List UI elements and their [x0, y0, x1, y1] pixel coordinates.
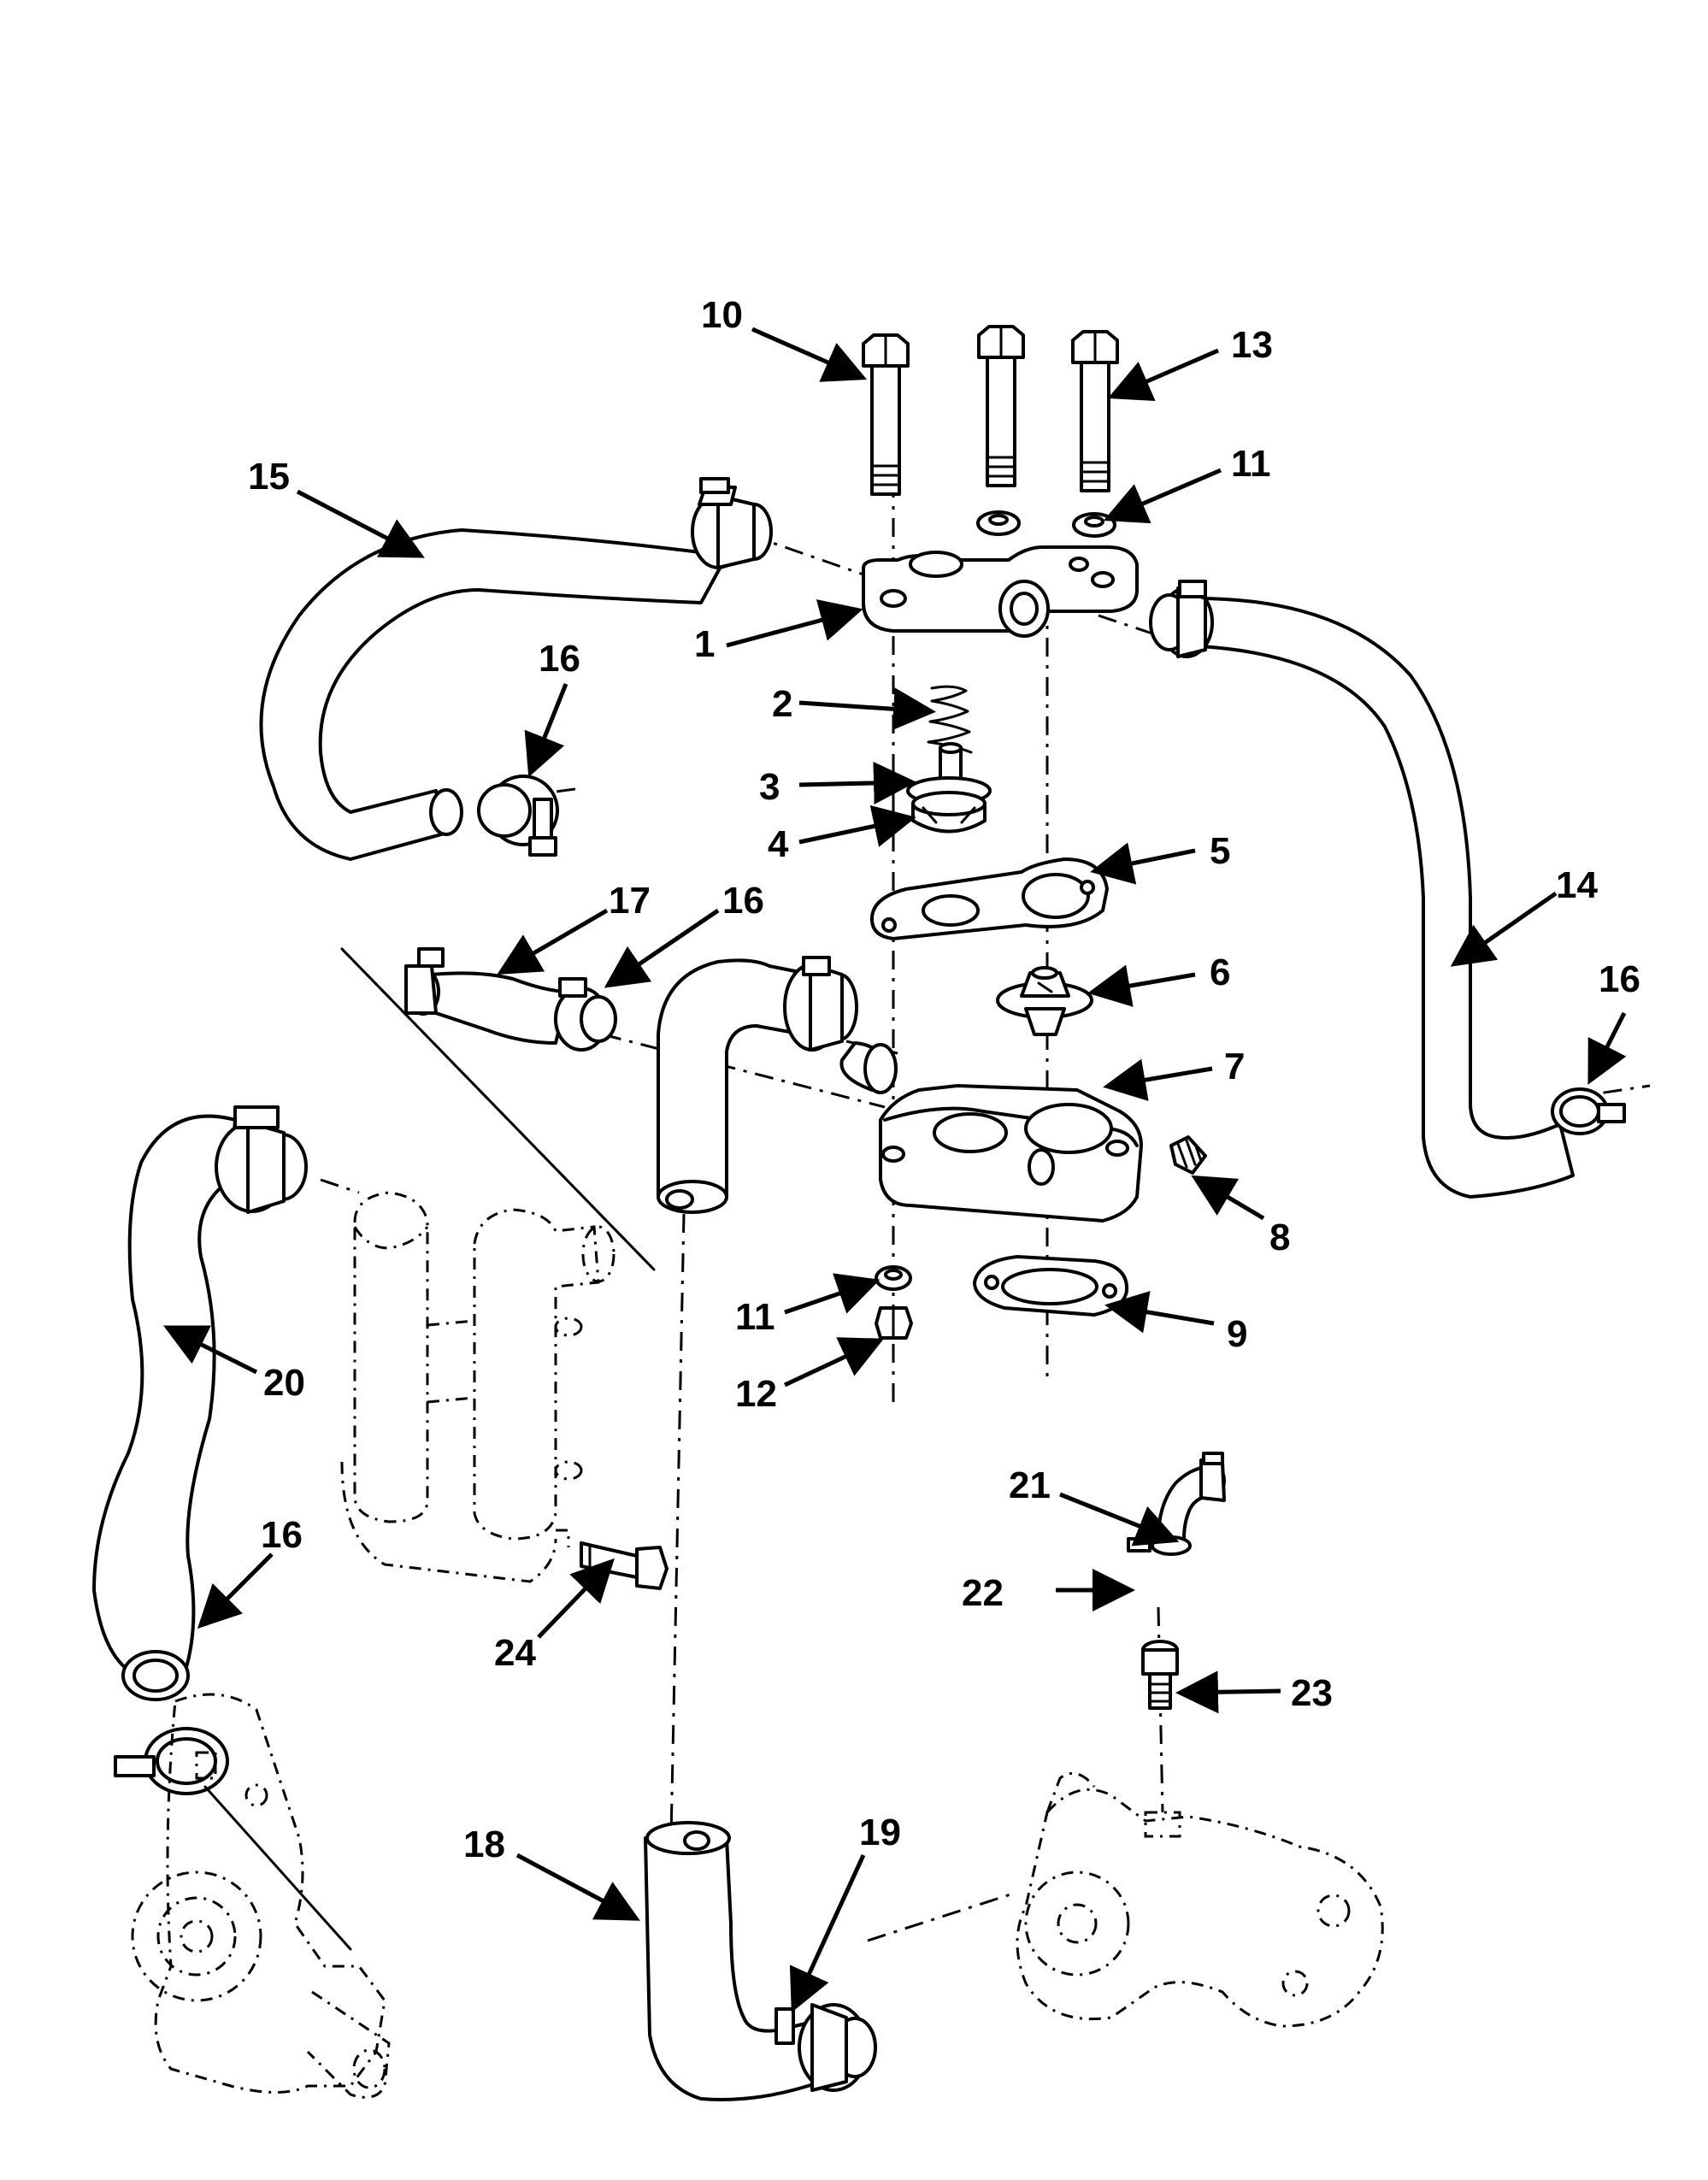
thermostat-6: [996, 966, 1093, 1036]
callout-7: 7: [1224, 1046, 1245, 1087]
hose-clamp-16-right: [1551, 1087, 1626, 1135]
bolt-10: [862, 333, 910, 496]
callout-16-right: 16: [1599, 958, 1640, 1000]
water-pump: [131, 1693, 391, 2099]
hose-15: [259, 528, 728, 861]
gasket-5: [870, 857, 1109, 940]
hose-20: [92, 1114, 237, 1701]
callout-14: 14: [1556, 864, 1598, 906]
hose-18-upper: [657, 956, 858, 1214]
bolt-middle: [977, 325, 1025, 487]
callout-2: 2: [772, 683, 792, 725]
thermostat-housing-top: [862, 545, 1139, 638]
callout-19: 19: [859, 1812, 901, 1853]
callout-13: 13: [1231, 324, 1273, 366]
fitting-23: [1141, 1640, 1179, 1710]
callout-22: 22: [962, 1572, 1004, 1614]
callout-16-mid: 16: [722, 880, 764, 922]
seal-4: [911, 791, 987, 834]
hose-clamp-19: [774, 2003, 877, 2092]
callout-12: 12: [735, 1373, 777, 1415]
callout-17: 17: [609, 880, 651, 922]
washer-11-bottom: [875, 1265, 912, 1291]
callout-10: 10: [701, 294, 743, 336]
callout-4: 4: [768, 823, 789, 865]
callout-11-bottom: 11: [735, 1296, 775, 1338]
thermostat-housing-lower: [839, 1041, 1143, 1223]
callout-21: 21: [1009, 1464, 1051, 1506]
callout-23: 23: [1291, 1672, 1333, 1714]
callout-20: 20: [263, 1362, 305, 1404]
bolt-13: [1071, 330, 1119, 492]
washer-11-top: [976, 510, 1116, 538]
hose-14: [1178, 597, 1575, 1199]
engine-housing: [1016, 1771, 1384, 2028]
hose-clamp-16-lower: [114, 1727, 352, 1951]
hose-clamp-16-mid: [554, 977, 617, 1052]
clamp-22: [1127, 1535, 1192, 1556]
nut-12: [875, 1306, 913, 1340]
callout-6: 6: [1210, 952, 1230, 993]
callout-16-upper: 16: [539, 638, 580, 680]
center-lines: [320, 479, 1651, 1942]
hose-clamp-16-upper: [477, 775, 559, 857]
callout-1: 1: [694, 623, 715, 665]
callout-3: 3: [759, 766, 780, 808]
inset-leader: [340, 947, 656, 1271]
callout-11-top: 11: [1231, 443, 1271, 485]
hose-17: [404, 947, 570, 1045]
callout-5: 5: [1210, 830, 1230, 872]
hose-clamp-14: [1149, 580, 1214, 658]
hose-clamp-20-top: [215, 1105, 308, 1214]
spring-2: [927, 685, 973, 754]
callout-18: 18: [463, 1824, 505, 1865]
callout-15: 15: [248, 456, 290, 498]
callout-9: 9: [1227, 1313, 1247, 1355]
hose-clamp-15: [691, 477, 773, 569]
callout-24: 24: [494, 1632, 536, 1674]
hose-21: [1157, 1452, 1226, 1541]
crossover-manifold: [340, 1191, 615, 1583]
callout-8: 8: [1269, 1217, 1290, 1258]
callout-labels: 10 13 15 11 1 16 2 3 4 5 14 17 1: [163, 294, 1640, 2013]
plug-8: [1169, 1135, 1207, 1175]
gasket-9: [973, 1255, 1129, 1317]
callout-16-lower: 16: [261, 1514, 303, 1556]
